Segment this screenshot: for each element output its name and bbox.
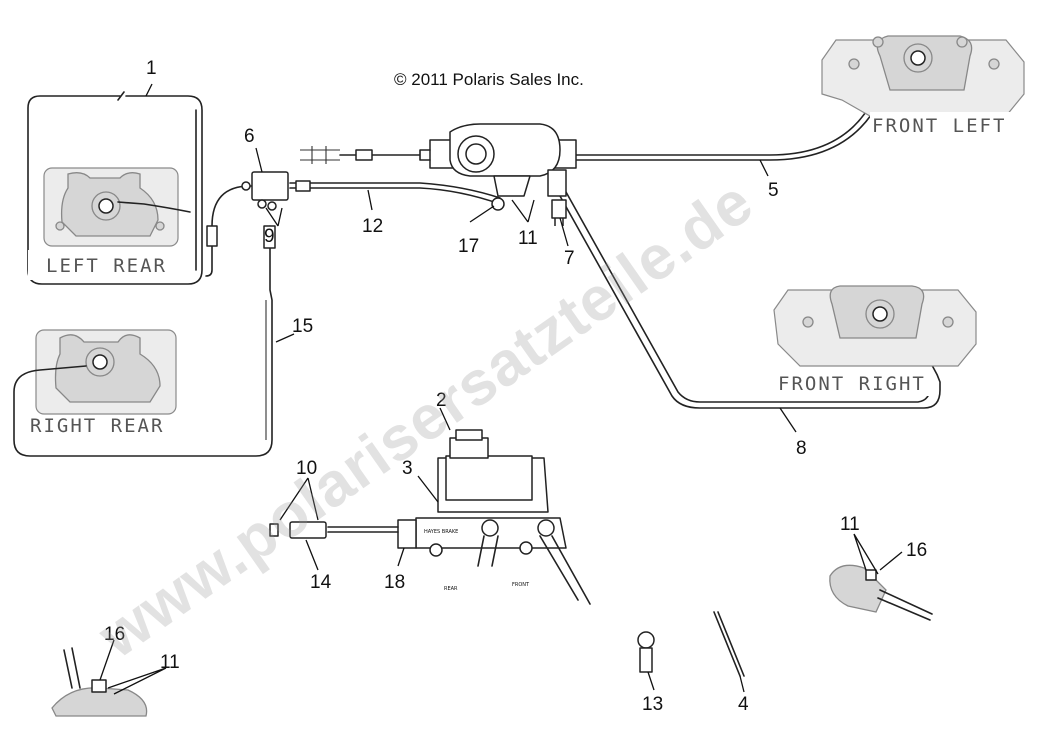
brake-line-12-fitting xyxy=(295,180,311,192)
callout-7: 7 xyxy=(564,248,575,269)
front-right-caliper xyxy=(772,285,977,396)
callout-9: 9 xyxy=(264,226,275,247)
callout-11-left: 11 xyxy=(160,652,180,673)
callout-1: 1 xyxy=(146,58,157,79)
callout-18: 18 xyxy=(384,572,405,593)
callout-16-right: 16 xyxy=(906,540,927,561)
junction-block-6 xyxy=(251,171,289,201)
push-rod-18 xyxy=(327,526,399,533)
banjo-bolt-17 xyxy=(491,197,505,211)
callout-15: 15 xyxy=(292,316,313,337)
brake-line-15-fitting xyxy=(263,225,276,249)
banjo-bolt-9-left xyxy=(241,181,251,191)
callout-11-top: 11 xyxy=(518,228,538,249)
banjo-bolt-9-b xyxy=(267,201,277,211)
right-rear-caliper xyxy=(35,329,177,415)
callout-6: 6 xyxy=(244,126,255,147)
brake-line-1 xyxy=(27,91,203,285)
callout-10: 10 xyxy=(296,458,317,479)
watermark: www.polarisersatzteile.de xyxy=(86,167,766,672)
master-cylinder-main xyxy=(397,429,591,605)
pin-4 xyxy=(713,611,745,677)
callout-4: 4 xyxy=(738,694,749,715)
pin-10 xyxy=(269,523,279,537)
left-rear-caliper xyxy=(28,167,191,280)
banjo-bolt-13 xyxy=(637,631,655,673)
callout-13: 13 xyxy=(642,694,663,715)
callout-12: 12 xyxy=(362,216,383,237)
callout-17: 17 xyxy=(458,236,479,257)
callout-2: 2 xyxy=(436,390,447,411)
front-right-label: FRONT RIGHT xyxy=(778,373,926,395)
callout-14: 14 xyxy=(310,572,332,593)
port-stamp-rear: REAR xyxy=(444,586,458,592)
brake-line-1-fitting xyxy=(206,225,218,247)
cylinder-stamp: HAYES BRAKE xyxy=(424,529,458,535)
leader-9 xyxy=(265,207,283,227)
clevis-14 xyxy=(289,521,327,539)
brake-line-12 xyxy=(289,182,501,205)
front-left-label: FRONT LEFT xyxy=(872,115,1006,137)
fitting-7 xyxy=(551,199,567,226)
master-cylinder-top xyxy=(300,123,577,197)
port-stamp-front: FRONT xyxy=(512,582,530,588)
right-rear-label: RIGHT REAR xyxy=(30,415,164,437)
callout-5: 5 xyxy=(768,180,779,201)
leader-lines xyxy=(99,83,903,695)
fitting-assembly-left xyxy=(51,647,148,717)
brake-line-15 xyxy=(13,225,273,457)
callout-11-right: 11 xyxy=(840,514,860,535)
callout-8: 8 xyxy=(796,438,807,459)
fitting-assembly-right xyxy=(829,564,933,621)
callout-3: 3 xyxy=(402,458,413,479)
copyright-text: © 2011 Polaris Sales Inc. xyxy=(394,70,584,89)
callout-16-left: 16 xyxy=(104,624,125,645)
front-left-caliper xyxy=(821,35,1025,138)
left-rear-label: LEFT REAR xyxy=(46,255,167,277)
banjo-bolt-9-a xyxy=(257,199,267,209)
